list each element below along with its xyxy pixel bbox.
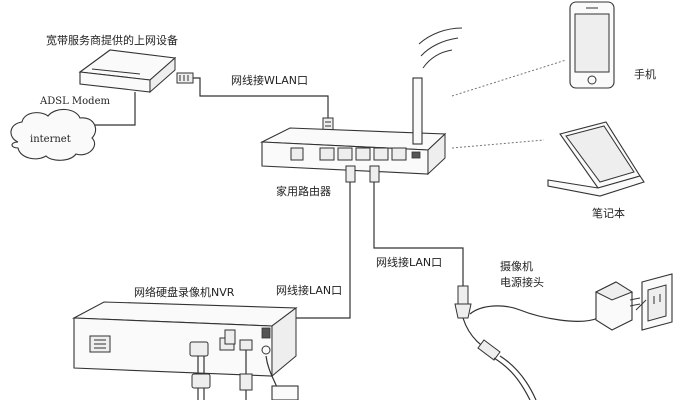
adsl-modem-label: ADSL Modem <box>39 96 110 107</box>
nvr-usb-port <box>239 339 253 351</box>
router-lan-port-4 <box>391 147 407 161</box>
wifi-link-laptop <box>451 139 545 149</box>
wan-cable <box>193 77 329 118</box>
home-router-device <box>259 127 447 176</box>
phone-label: 手机 <box>634 67 656 81</box>
router-lan-port-1 <box>337 147 353 161</box>
router-lan-port-2 <box>355 147 371 161</box>
home-router-label: 家用路由器 <box>276 184 331 198</box>
router-lan-port-3 <box>373 147 389 161</box>
power-adapter <box>594 281 641 331</box>
router-button <box>411 151 421 159</box>
camera-power-label-line2: 电源接头 <box>500 275 544 289</box>
router-lan-plug-2 <box>369 165 380 183</box>
wan-cable-label: 网线接WLAN口 <box>231 73 308 87</box>
camera-pigtail-junction <box>477 339 501 361</box>
nvr-usb-plug <box>239 373 253 391</box>
nvr-vga-plug <box>191 373 211 389</box>
router-power-port <box>290 147 304 161</box>
phone-device <box>569 1 615 89</box>
lan-cable-nvr-label: 网线接LAN口 <box>276 283 342 297</box>
internet-cloud <box>10 108 97 161</box>
camera-trunk-cable-2 <box>499 355 537 400</box>
nvr-power-adapter <box>271 385 299 400</box>
router-lan-plug-1 <box>345 165 356 183</box>
lan-cable-to-camera <box>373 182 464 290</box>
nvr-power-jack <box>261 345 271 355</box>
wifi-link-phone <box>451 59 567 97</box>
wifi-signal-icon <box>418 27 463 69</box>
internet-label: internet <box>30 134 71 145</box>
router-antenna <box>412 77 423 145</box>
wall-socket <box>641 273 673 331</box>
modem-to-internet-cable <box>95 92 136 126</box>
camera-power-label-line1: 摄像机 <box>500 259 533 273</box>
adsl-modem-device <box>78 49 177 94</box>
nvr-power-switch <box>261 327 271 339</box>
nvr-vga-port <box>189 341 209 357</box>
camera-lan-plug <box>454 285 472 319</box>
laptop-label: 笔记本 <box>592 206 625 220</box>
camera-trunk-cable <box>493 357 531 400</box>
camera-power-label: 摄像机 电源接头 <box>500 259 544 289</box>
camera-power-cable <box>469 305 599 322</box>
isp-device-label: 宽带服务商提供的上网设备 <box>46 33 178 47</box>
nvr-lan-plug <box>224 329 236 345</box>
lan-cable-camera-label: 网线接LAN口 <box>376 255 442 269</box>
plug-arrow <box>635 299 647 311</box>
router-wan-port <box>319 147 335 161</box>
modem-rj45-connector <box>176 72 194 84</box>
laptop-device <box>547 121 645 197</box>
nvr-label: 网络硬盘录像机NVR <box>134 285 235 299</box>
nvr-device <box>71 301 298 378</box>
